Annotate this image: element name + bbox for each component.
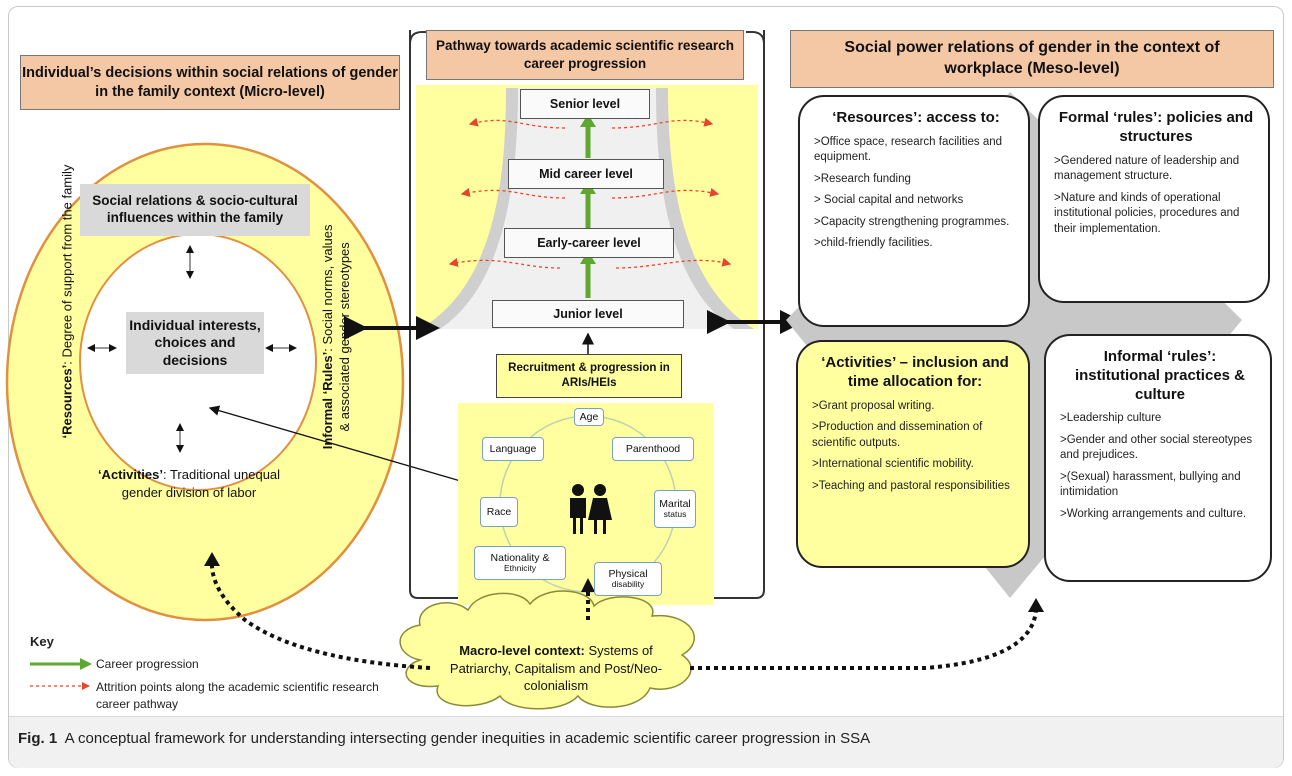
resources-heading: ‘Resources’: access to: <box>832 109 1000 126</box>
key-career-progression: Career progression <box>96 657 199 671</box>
meso-formal-rules-box: Formal ‘rules’: policies and structures … <box>1038 95 1270 303</box>
formal-rules-item: >Gendered nature of leadership and manag… <box>1054 154 1240 183</box>
micro-rules-label: Informal ‘Rules’: Social norms, values &… <box>320 224 352 450</box>
junior-level-box: Junior level <box>492 300 684 328</box>
factor-age: Age <box>574 408 604 426</box>
factor-nationality: Nationality &Ethnicity <box>474 546 566 580</box>
figure-caption: Fig. 1 A conceptual framework for unders… <box>18 730 871 747</box>
meso-informal-rules-box: Informal ‘rules’: institutional practice… <box>1044 334 1272 582</box>
mid-career-level-box: Mid career level <box>508 159 664 189</box>
informal-rules-heading: Informal ‘rules’: institutional practice… <box>1074 348 1246 403</box>
activities-item: >Teaching and pastoral responsibilities <box>812 479 1010 492</box>
micro-resources-label: ‘Resources’: Degree of support from the … <box>59 164 75 439</box>
individual-box: Individual interests, choices and decisi… <box>126 312 264 374</box>
early-career-level-box: Early-career level <box>504 228 674 258</box>
resources-item: >child-friendly facilities. <box>814 237 933 250</box>
informal-rules-item: >Leadership culture <box>1060 412 1162 425</box>
formal-rules-item: >Nature and kinds of operational institu… <box>1054 191 1240 235</box>
activities-item: >Grant proposal writing. <box>812 399 935 412</box>
formal-rules-heading: Formal ‘rules’: policies and structures <box>1058 109 1254 145</box>
senior-level-box: Senior level <box>520 89 650 119</box>
resources-item: >Research funding <box>814 172 911 185</box>
resources-item: >Office space, research facilities and e… <box>814 135 1003 164</box>
activities-item: >International scientific mobility. <box>812 458 974 471</box>
resources-item: > Social capital and networks <box>814 194 964 207</box>
meso-resources-box: ‘Resources’: access to: >Office space, r… <box>798 95 1030 327</box>
meso-title: Social power relations of gender in the … <box>790 30 1274 88</box>
key-attrition: Attrition points along the academic scie… <box>96 680 379 712</box>
caption-bar <box>9 716 1283 768</box>
attrition-arrows <box>448 117 732 269</box>
macro-context-text: Macro-level context: Systems of Patriarc… <box>449 643 663 694</box>
activities-heading: ‘Activities’ – inclusion and time alloca… <box>821 354 1009 390</box>
resources-item: >Capacity strengthening programmes. <box>814 215 1010 228</box>
factor-parenthood: Parenthood <box>612 437 694 461</box>
informal-rules-item: >Gender and other social stereotypes and… <box>1060 433 1253 462</box>
meso-activities-box: ‘Activities’ – inclusion and time alloca… <box>796 340 1030 568</box>
micro-activities-label: ‘Activities’: Traditional unequal gender… <box>97 467 281 500</box>
social-relations-box: Social relations & socio-cultural influe… <box>80 184 310 236</box>
pathway-title: Pathway towards academic scientific rese… <box>426 30 744 80</box>
key-title: Key <box>30 634 54 649</box>
activities-item: >Production and dissemination of scienti… <box>812 421 983 449</box>
people-icon <box>570 484 612 534</box>
factor-language: Language <box>482 437 544 461</box>
recruitment-box: Recruitment & progression in ARIs/HEIs <box>496 354 682 398</box>
informal-rules-item: >Working arrangements and culture. <box>1060 507 1247 520</box>
informal-rules-item: >(Sexual) harassment, bullying and intim… <box>1060 470 1241 499</box>
macro-cloud <box>399 590 695 710</box>
factor-race: Race <box>480 497 518 527</box>
micro-title: Individual’s decisions within social rel… <box>20 55 400 110</box>
